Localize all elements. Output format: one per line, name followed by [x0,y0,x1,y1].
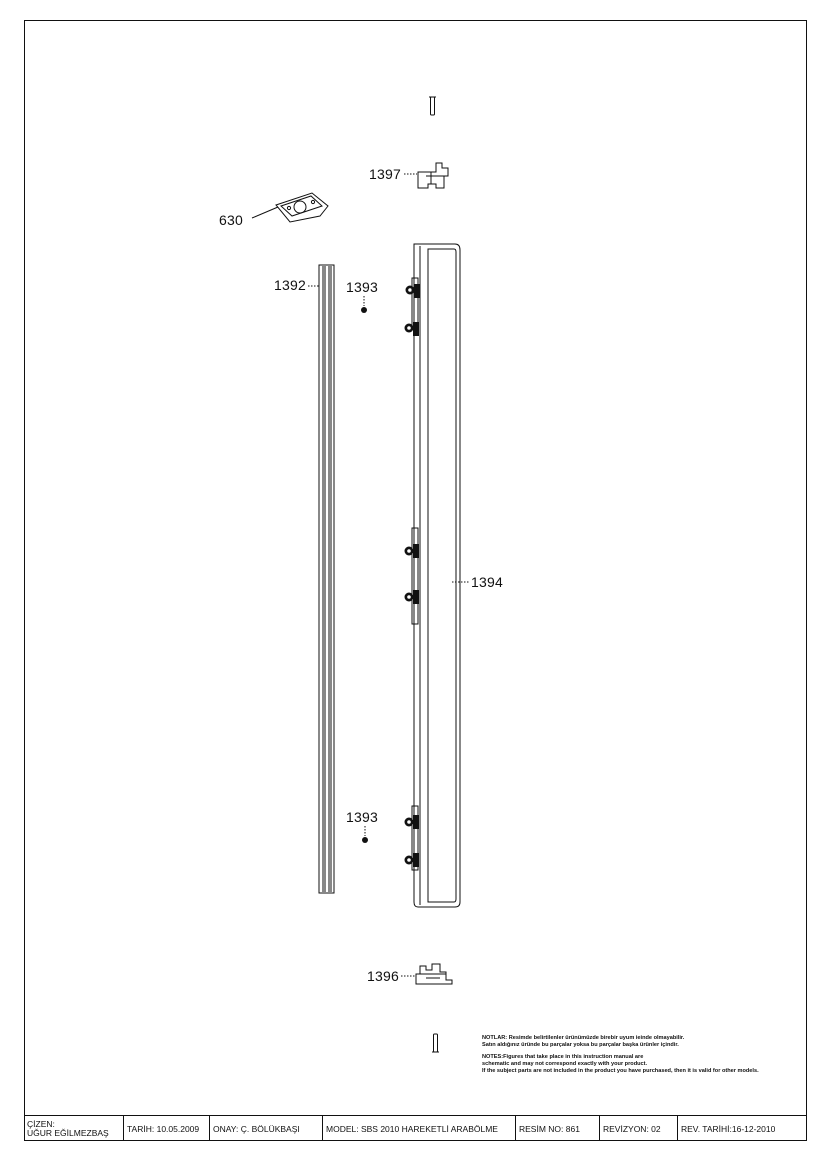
cell-resim: RESİM NO: 861 [516,1116,600,1141]
cell-revizyon: REVİZYON: 02 [600,1116,678,1141]
notes-en-line1: NOTES:Figures that take place in this in… [482,1054,644,1060]
roller-mid-a [404,544,419,558]
part-1392 [318,264,335,894]
cell-tarih: TARİH: 10.05.2009 [124,1116,210,1141]
cell-cizen: ÇİZEN: UĞUR EĞİLMEZBAŞ [24,1116,124,1141]
label-1393-top: 1393 [346,279,378,295]
label-1392: 1392 [274,277,306,293]
notes-en-line2: schematic and may not correspond exactly… [482,1061,648,1067]
screw-1393-top [361,307,367,313]
part-1394 [413,243,461,908]
cell-onay: ONAY: Ç. BÖLÜKBAŞI [210,1116,323,1141]
pin-bottom [432,1033,439,1053]
notes-tr-line2: Satın aldığınız üründe bu parçalar yoksa… [482,1042,679,1048]
cell-model: MODEL: SBS 2010 HAREKETLİ ARABÖLME [323,1116,516,1141]
roller-mid-b [404,590,419,604]
cizen-label: ÇİZEN: [27,1118,55,1129]
part-630 [275,192,329,223]
label-630: 630 [219,212,243,228]
notes-block: NOTLAR: Resimde belirtilenler ürünümüzde… [482,1035,802,1075]
pin-top [429,96,436,116]
notes-tr-line1: NOTLAR: Resimde belirtilenler ürünümüzde… [482,1035,685,1041]
title-block: ÇİZEN: UĞUR EĞİLMEZBAŞ TARİH: 10.05.2009… [24,1115,807,1141]
notes-en-line3: If the subject parts are not included in… [482,1068,759,1074]
label-1393-bottom: 1393 [346,809,378,825]
label-1397: 1397 [369,166,401,182]
roller-bot-b [404,853,419,867]
drawing-frame [24,20,807,1141]
part-1397 [417,162,449,189]
screw-1393-bottom [362,837,368,843]
cell-rev-tarihi: REV. TARİHİ:16-12-2010 [681,1123,776,1134]
roller-bot-a [404,815,419,829]
label-1394: 1394 [471,574,503,590]
part-1396 [415,963,453,985]
label-1396: 1396 [367,968,399,984]
cizen-value: UĞUR EĞİLMEZBAŞ [27,1127,109,1138]
roller-top-b [404,322,419,336]
